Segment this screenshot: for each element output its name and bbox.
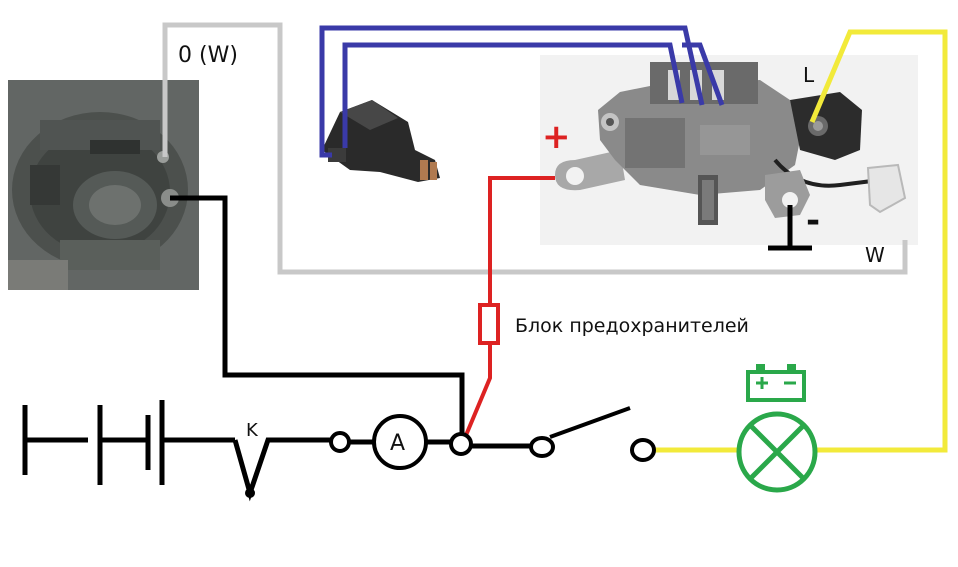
w-terminal-label: W [865, 243, 885, 267]
black-output-wire [170, 195, 465, 437]
key-label: K [246, 420, 259, 441]
yellow-wire [809, 29, 948, 453]
key-switch-contact [245, 488, 255, 498]
key-switch [232, 437, 330, 502]
gray-wire [162, 22, 908, 275]
red-wire [488, 176, 555, 305]
fuse-block-label: Блок предохранителей [515, 315, 749, 337]
lamp-terminal-label: L [803, 63, 815, 87]
battery-icon [746, 364, 806, 402]
switch-lever [549, 406, 631, 439]
plus-sign-label: + [542, 117, 571, 157]
alt-output-label: 0 (W) [178, 43, 238, 68]
red-wire-lower [462, 343, 492, 441]
blue-wire-2 [342, 42, 685, 148]
fuse [478, 303, 500, 345]
junction-2 [449, 432, 473, 456]
minus-sign-label: - [806, 201, 820, 241]
blue-wire-1 [319, 25, 705, 158]
switch-contact-2 [630, 438, 656, 462]
battery-cells [22, 400, 235, 485]
regulator-plug-photo [322, 100, 440, 182]
alternator-photo [8, 80, 199, 290]
ground-icon [768, 205, 812, 251]
regulator-photo [540, 55, 918, 245]
junction-1 [329, 431, 351, 453]
blue-wire-3 [682, 42, 725, 106]
ammeter-label: A [390, 431, 405, 456]
lamp-icon [736, 411, 818, 493]
switch-contact-1 [529, 436, 555, 458]
